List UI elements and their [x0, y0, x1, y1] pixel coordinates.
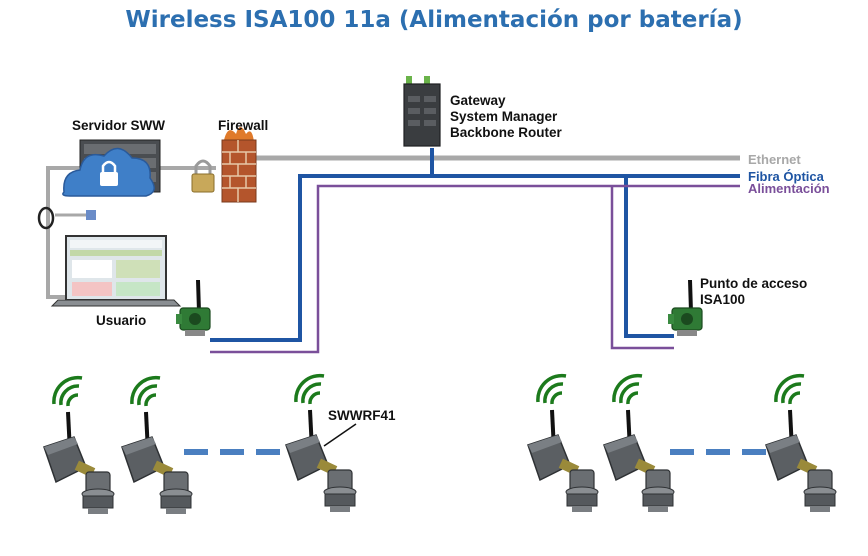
- wireless-device-icon: [284, 373, 358, 514]
- ethernet-line: [46, 155, 740, 299]
- legend-ethernet: Ethernet: [748, 152, 801, 167]
- fiber-line: [210, 148, 740, 342]
- wireless-device-icon: [526, 373, 600, 514]
- device-pointer: [323, 423, 357, 447]
- legend-fiber: Fibra Óptica: [748, 169, 825, 184]
- padlock-icon: [191, 159, 215, 193]
- gateway-label-line2: System Manager: [450, 109, 558, 124]
- wireless-device-icon: [42, 375, 116, 516]
- firewall-label: Firewall: [218, 118, 268, 133]
- device-label: SWWRF41: [328, 408, 396, 423]
- user-label: Usuario: [96, 313, 146, 328]
- gateway-icon: [403, 76, 441, 147]
- firewall-icon: [221, 127, 257, 203]
- access-point-icon: [666, 278, 704, 338]
- gateway-label-line3: Backbone Router: [450, 125, 563, 140]
- laptop-icon: [50, 235, 182, 307]
- server-cloud-icon: [62, 139, 161, 197]
- access-point-icon: [174, 278, 212, 338]
- power-line: [210, 184, 740, 354]
- diagram-title: Wireless ISA100 11a (Alimentación por ba…: [125, 7, 742, 33]
- gateway-label-line1: Gateway: [450, 93, 506, 108]
- wireless-device-icon: [602, 373, 676, 514]
- wireless-device-icon: [120, 375, 194, 516]
- key-icon: [37, 206, 96, 230]
- access-point-label-line2: ISA100: [700, 292, 745, 307]
- wireless-device-icon: [764, 373, 838, 514]
- server-label: Servidor SWW: [72, 118, 165, 133]
- access-point-label-line1: Punto de acceso: [700, 276, 807, 291]
- legend-power: Alimentación: [748, 181, 830, 196]
